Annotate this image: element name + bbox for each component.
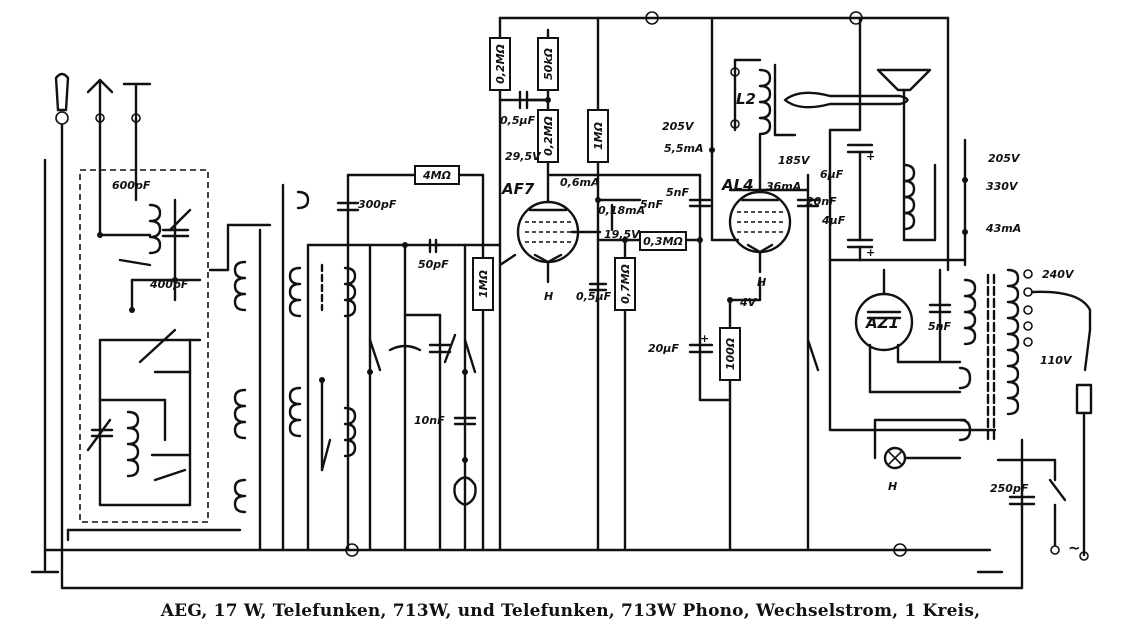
label-c-50p: 50pF [418, 258, 449, 271]
label-plus-20u: + [700, 332, 709, 345]
bus-terminal [345, 543, 359, 557]
resistor-r-03m [639, 231, 687, 251]
al4-tube [710, 168, 792, 552]
label-c-5n-a: 5nF [640, 198, 663, 211]
label-r-1m-grid: 1MΩ [477, 270, 490, 298]
reading-af7-screen-current: 0,18mA [598, 204, 645, 217]
label-c-4u: 4µF [821, 214, 846, 227]
label-c-05u-top: 0,5µF [500, 114, 536, 127]
bus-terminal [849, 11, 863, 25]
reading-110v: 110V [1040, 354, 1073, 367]
antenna-coil-network [66, 196, 242, 542]
label-heater-al4: H [757, 276, 766, 289]
label-c-6u: 6µF [820, 168, 844, 181]
schematic-diagram: 0,2MΩ 50kΩ 0,2MΩ 1MΩ 1MΩ 0,7MΩ 100Ω 4MΩ … [30, 11, 1093, 590]
reading-36ma: 36mA [766, 180, 801, 193]
label-mains: ~ [1068, 539, 1081, 557]
resistor-r-1m-grid [472, 257, 494, 311]
label-r-1m-screen: 1MΩ [592, 122, 605, 150]
resistor-r-07m [614, 257, 636, 311]
resistor-r-50k [537, 37, 559, 91]
antenna-terminals [54, 72, 152, 202]
label-r-50k: 50kΩ [542, 48, 555, 80]
label-c-20n: 20nF [806, 195, 837, 208]
reading-af7-screen-voltage: 19,5V [604, 228, 641, 241]
power-supply [828, 128, 1093, 590]
resistor-r-1m-screen [587, 109, 609, 163]
reading-5-5ma: 5,5mA [664, 142, 703, 155]
coupling-network [498, 28, 968, 552]
bus-terminal [645, 11, 659, 25]
reading-240v: 240V [1042, 268, 1075, 281]
rf-coils [208, 183, 442, 552]
label-c-05u: 0,5µF [576, 290, 612, 303]
band-switch-box [79, 169, 209, 523]
label-r-100: 100Ω [724, 338, 737, 370]
resistor-r-4m [414, 165, 460, 185]
schematic-caption: AEG, 17 W, Telefunken, 713W, und Telefun… [160, 601, 981, 621]
label-heater-lamp: H [888, 480, 897, 493]
label-r-03m: 0,3MΩ [643, 235, 683, 248]
label-al4: AL4 [721, 176, 754, 194]
label-c-5n-c: 5nF [928, 320, 951, 333]
reading-185v: 185V [778, 154, 811, 167]
label-heater-af7: H [544, 290, 553, 303]
label-r-07m: 0,7MΩ [619, 264, 632, 304]
label-c-10n: 10nF [414, 414, 445, 427]
label-c-300p: 300pF [358, 198, 397, 211]
label-c-5n-b: 5nF [666, 186, 689, 199]
label-r-4m: 4MΩ [422, 169, 451, 182]
resistor-r-02m-top [489, 37, 511, 91]
label-plus-4u: + [866, 246, 875, 259]
af7-tube [498, 176, 602, 284]
reading-4v: 4V [739, 296, 758, 309]
reading-205v-a: 205V [662, 120, 695, 133]
output-transformer [730, 58, 937, 242]
label-c-600p: 600pF [112, 179, 151, 192]
reading-af7-anode-current: 0,6mA [560, 176, 599, 189]
label-r-02m-top: 0,2MΩ [494, 44, 507, 84]
resistor-r-100 [719, 327, 741, 381]
label-r-02m-plate: 0,2MΩ [542, 116, 555, 156]
reading-330v: 330V [986, 180, 1019, 193]
bus-terminal [893, 543, 907, 557]
label-c-400p: 400pF [149, 278, 189, 291]
label-plus-6u: + [866, 150, 875, 163]
reading-af7-anode-voltage: 29,5V [505, 150, 542, 163]
reading-43ma: 43mA [985, 222, 1021, 235]
label-az1: AZ1 [865, 314, 899, 332]
label-c-20u: 20µF [648, 342, 679, 355]
label-af7: AF7 [501, 180, 535, 198]
resistor-r-02m-plate [537, 109, 559, 163]
label-l2: L2 [736, 90, 756, 108]
label-c-250p: 250pF [990, 482, 1029, 495]
tuning-section [336, 173, 502, 552]
reading-205v-b: 205V [988, 152, 1021, 165]
